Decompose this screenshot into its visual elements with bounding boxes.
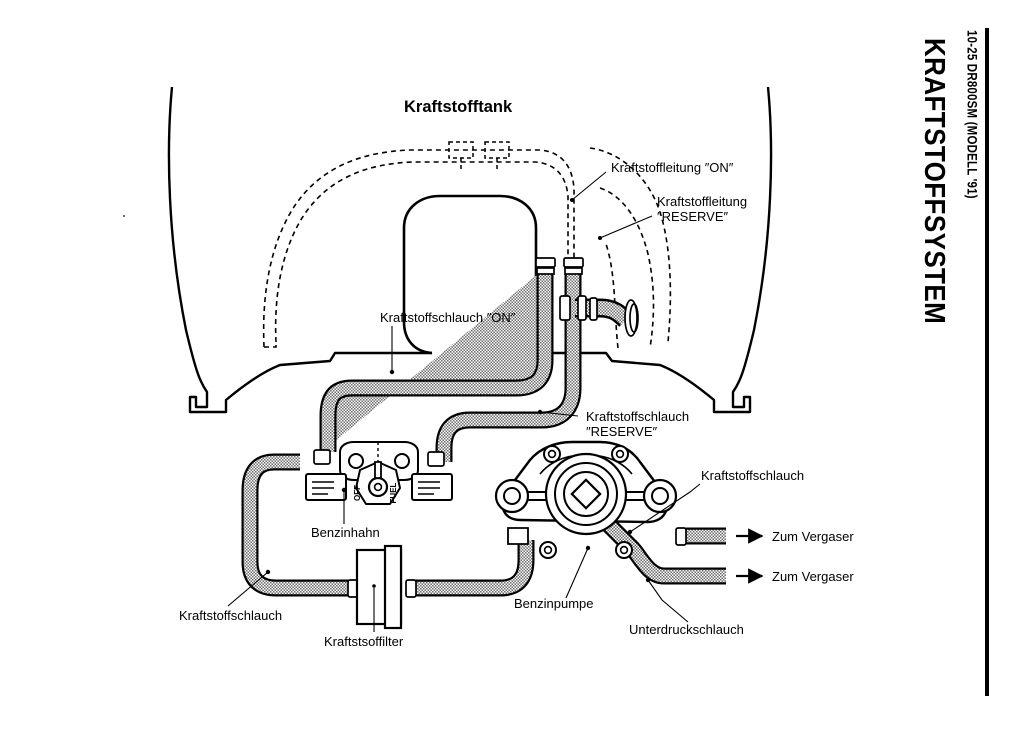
hose-clamps [313,257,687,598]
label-kraftstoffleitung-on: Kraftstoffleitung ″ON″ [611,160,734,175]
petcock-fuel-label: FUEL [389,482,398,503]
label-kraftstoffschlauch-on: Kraftstoffschlauch ″ON″ [380,310,516,325]
petcock-off-label: OFF [353,485,362,501]
label-kraftstoffschlauch-reserve-line2: ″RESERVE″ [586,424,658,439]
label-zum-vergaser-1: Zum Vergaser [772,529,854,544]
figure-title: Kraftstofftank [404,98,513,116]
leader-lines [227,171,701,632]
label-kraftstoffleitung-reserve-line1: Kraftstoffleitung [657,194,748,209]
hose-group [241,268,726,597]
label-zum-vergaser-2: Zum Vergaser [772,569,854,584]
internal-fuel-lines [262,147,672,349]
label-kraftstoffilter: Kraftstsoffilter [324,634,404,649]
side-rule-divider [985,28,989,696]
label-unterdruckschlauch: Unterdruckschlauch [629,622,744,637]
label-kraftstoffleitung-reserve-line2: ″RESERVE″ [657,209,729,224]
label-benzinhahn: Benzinhahn [311,525,380,540]
label-kraftstoffschlauch-left: Kraftstoffschlauch [179,608,283,623]
petcock-assembly: OFF FUEL [305,441,453,505]
label-kraftstoffschlauch-reserve-line1: Kraftstoffschlauch [586,409,690,424]
carb-flow-arrows [736,528,764,584]
tank-top-fittings [448,141,510,172]
label-kraftstoffschlauch-right: Kraftstoffschlauch [701,468,805,483]
label-benzinpumpe: Benzinpumpe [514,596,594,611]
tank-outline-group [122,86,773,414]
fuel-pump-body [494,440,678,559]
fuel-filter-body [355,544,403,630]
